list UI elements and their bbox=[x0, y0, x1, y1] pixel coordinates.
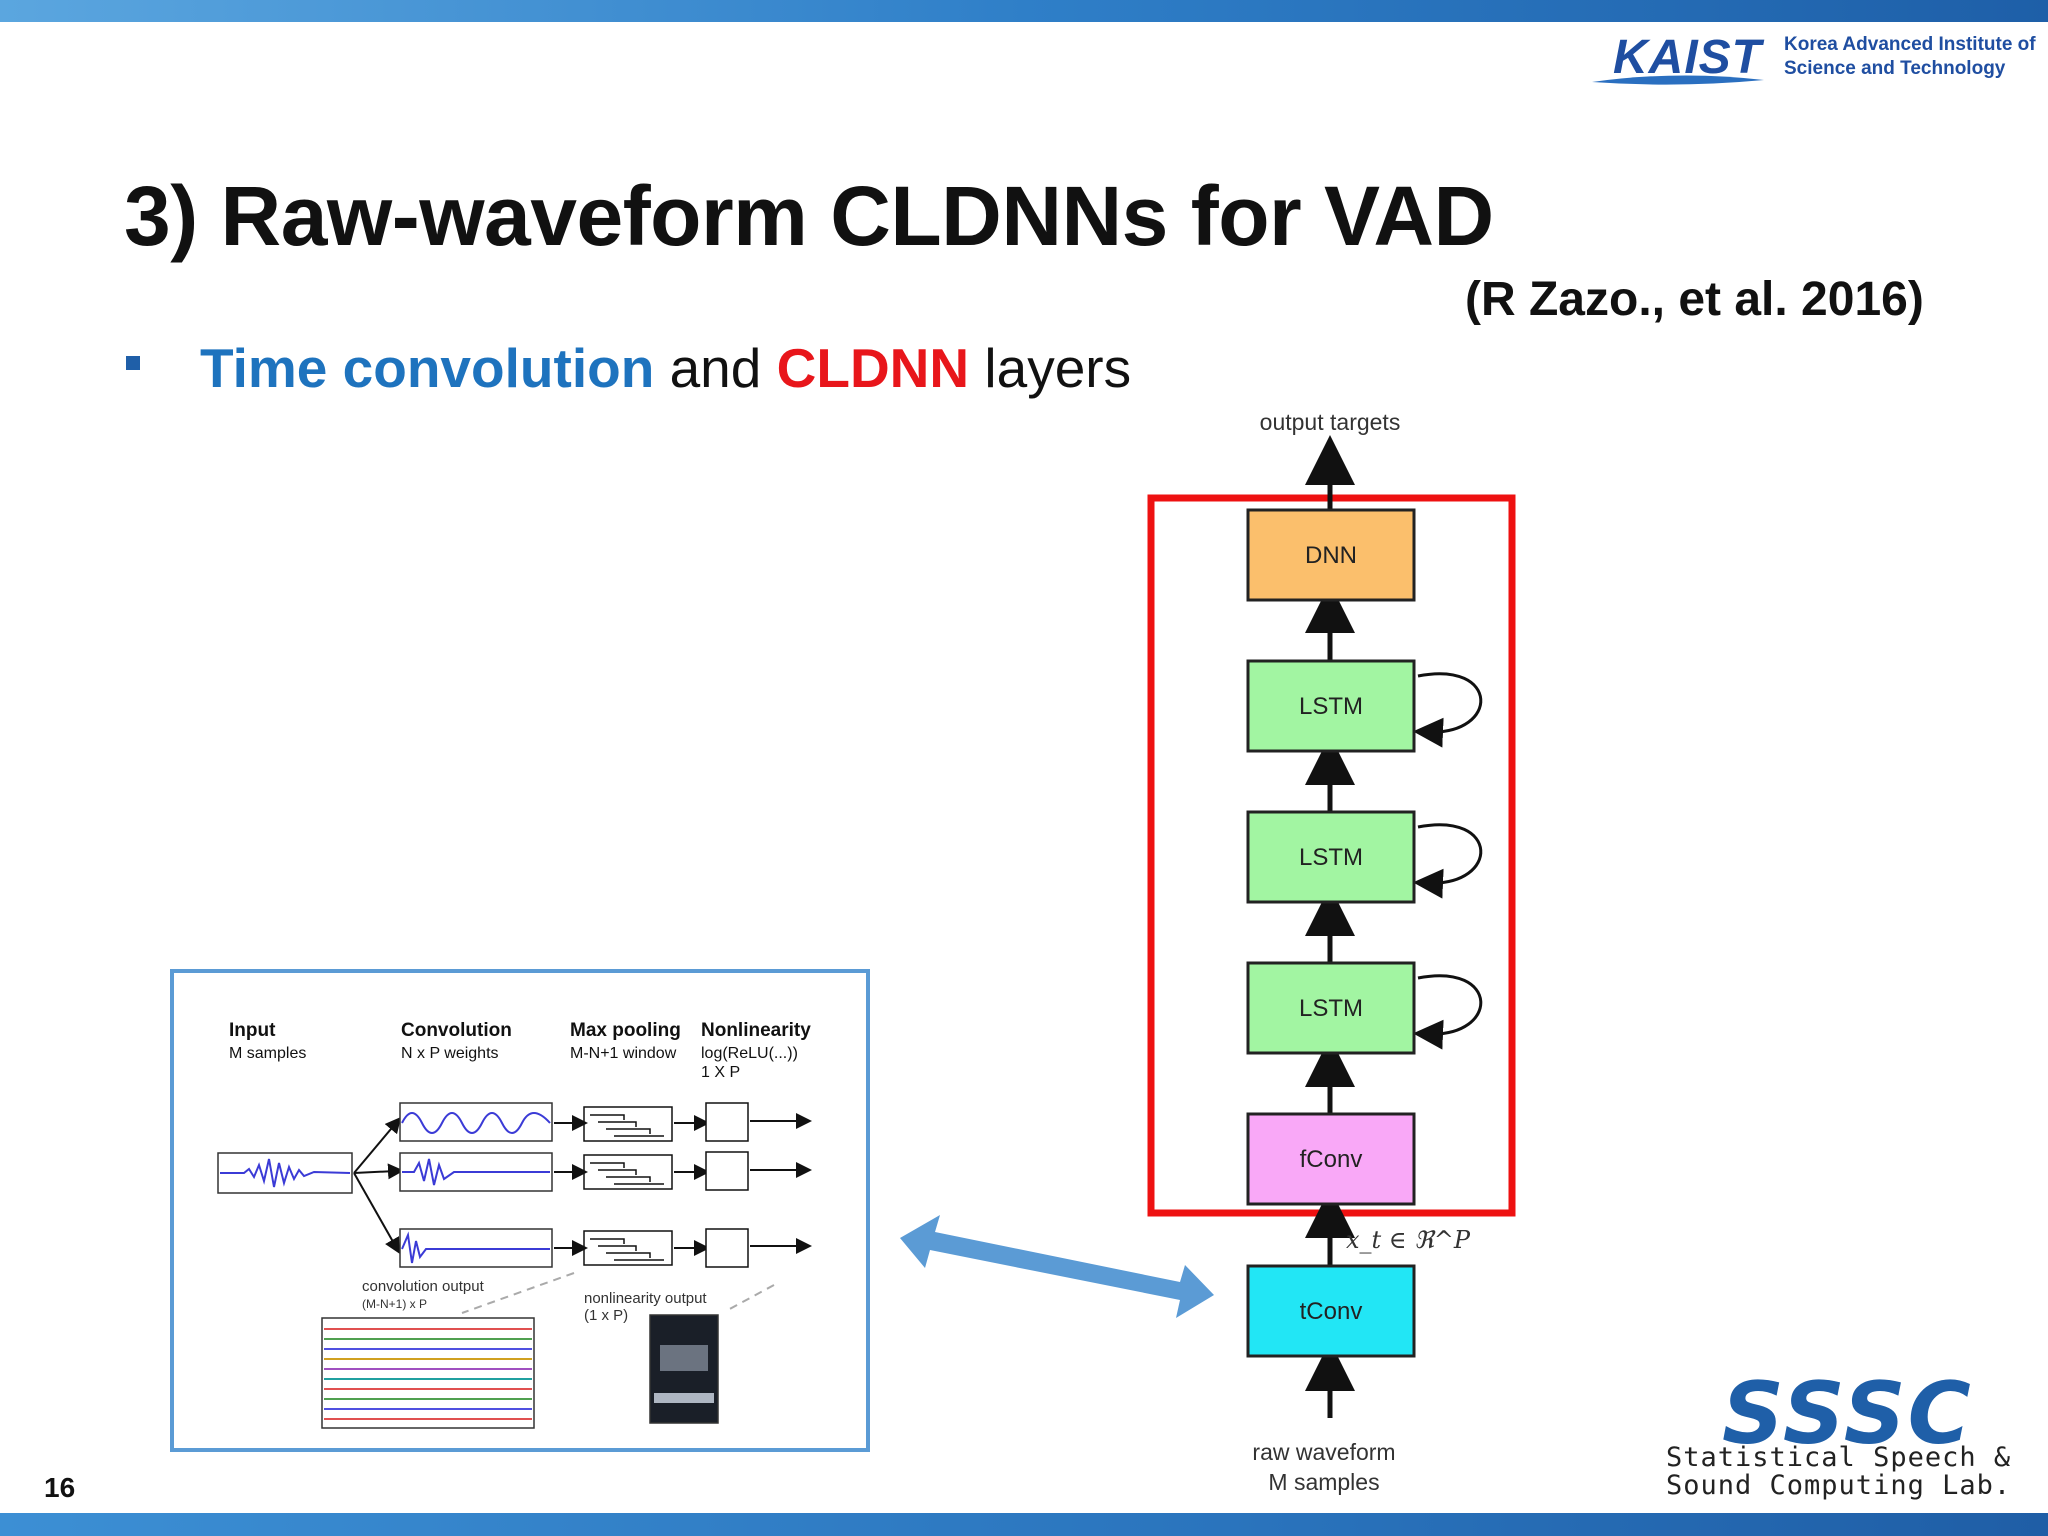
kaist-logo: KAIST Korea Advanced Institute of Scienc… bbox=[1588, 30, 2038, 94]
nonlinearity-output-band bbox=[654, 1393, 714, 1403]
max-pooling-subheading: M-N+1 window bbox=[570, 1045, 677, 1062]
conv-filter-2-trace bbox=[402, 1158, 550, 1186]
page-number: 16 bbox=[44, 1472, 76, 1503]
output-targets-label: output targets bbox=[1260, 409, 1401, 435]
nonlinearity-heading: Nonlinearity bbox=[701, 1020, 811, 1041]
feature-vector-label: x_t ∈ ℜ^P bbox=[1346, 1226, 1471, 1254]
time-convolution-inset: Input M samples Convolution N x P weight… bbox=[170, 969, 870, 1452]
lstm2-loop bbox=[1413, 823, 1483, 899]
bullet-square-icon bbox=[126, 356, 140, 370]
pool-lines-3 bbox=[590, 1238, 664, 1261]
nonlinearity-box-3 bbox=[705, 1228, 749, 1268]
lstm1-loop bbox=[1413, 672, 1483, 748]
lstm-block-2-label: LSTM bbox=[1299, 844, 1363, 871]
kaist-subtitle-line-2: Science and Technology bbox=[1784, 58, 2006, 79]
nonlinearity-output-dims: (1 x P) bbox=[584, 1307, 628, 1324]
kaist-swoosh-icon bbox=[1592, 75, 1764, 85]
bullet-and: and bbox=[654, 337, 777, 399]
lstm-block-3-label: LSTM bbox=[1299, 995, 1363, 1022]
nonlinearity-dims: 1 X P bbox=[701, 1064, 740, 1081]
lstm-block-1-label: LSTM bbox=[1299, 693, 1363, 720]
branch-arrow-2 bbox=[353, 1163, 404, 1180]
nonlinearity-output-highlight bbox=[660, 1345, 708, 1371]
pool-lines-2 bbox=[590, 1162, 664, 1185]
raw-waveform-label: raw waveform bbox=[1252, 1439, 1395, 1465]
conv-output-label: convolution output bbox=[362, 1278, 485, 1295]
nonlinearity-subheading: log(ReLU(...)) bbox=[701, 1045, 798, 1062]
lstm-block-1 bbox=[1246, 659, 1416, 753]
kaist-wordmark: KAIST bbox=[1613, 31, 1762, 84]
fconv-block-label: fConv bbox=[1300, 1146, 1363, 1173]
conv-output-lines bbox=[324, 1328, 532, 1420]
citation: (R Zazo., et al. 2016) bbox=[1465, 273, 1924, 326]
branch-arrow-3 bbox=[353, 1172, 400, 1254]
time-convolution-figure: Input M samples Convolution N x P weight… bbox=[217, 1020, 812, 1429]
sssc-mark: SSSC bbox=[1722, 1364, 1973, 1464]
sssc-line-2: Sound Computing Lab. bbox=[1666, 1470, 2012, 1501]
bullet-cldnn: CLDNN bbox=[776, 337, 970, 399]
fconv-block bbox=[1246, 1112, 1416, 1206]
slide-title: 3) Raw-waveform CLDNNs for VAD bbox=[124, 169, 1494, 263]
recurrent-loops bbox=[1413, 672, 1483, 1050]
lstm3-loop bbox=[1413, 974, 1483, 1050]
pool-lines-1 bbox=[590, 1114, 664, 1137]
sssc-line-1: Statistical Speech & bbox=[1666, 1442, 2012, 1473]
bullet-time-convolution: Time convolution bbox=[200, 337, 655, 399]
input-subheading: M samples bbox=[229, 1045, 306, 1062]
branch-arrow-1 bbox=[353, 1116, 402, 1174]
max-pooling-heading: Max pooling bbox=[570, 1020, 681, 1041]
nonlinearity-box-2 bbox=[705, 1151, 749, 1191]
double-arrow-icon bbox=[900, 1215, 1214, 1318]
kaist-subtitle: Korea Advanced Institute of Science and … bbox=[1784, 33, 2044, 81]
kaist-subtitle-line-1: Korea Advanced Institute of bbox=[1784, 34, 2036, 55]
bottom-accent-bar bbox=[0, 1513, 2048, 1536]
convolution-subheading: N x P weights bbox=[401, 1045, 499, 1062]
input-waveform-trace bbox=[220, 1158, 351, 1188]
m-samples-label: M samples bbox=[1268, 1469, 1379, 1495]
dnn-block-label: DNN bbox=[1305, 542, 1357, 569]
conv-output-pointer bbox=[461, 1272, 575, 1314]
conv-filter-3-trace bbox=[401, 1231, 550, 1264]
top-accent-bar bbox=[0, 0, 2048, 22]
lstm-block-2 bbox=[1246, 810, 1416, 904]
tconv-block-label: tConv bbox=[1300, 1298, 1363, 1325]
dnn-block bbox=[1246, 508, 1416, 602]
conv-output-image bbox=[321, 1317, 535, 1429]
nonlinearity-output-label: nonlinearity output bbox=[584, 1290, 707, 1307]
conv-output-dims: (M-N+1) x P bbox=[362, 1297, 427, 1311]
convolution-heading: Convolution bbox=[401, 1020, 512, 1041]
conv-filter-1-trace bbox=[401, 1112, 551, 1134]
input-heading: Input bbox=[229, 1020, 276, 1041]
bullet-text: Time convolution and CLDNN layers bbox=[200, 336, 1131, 400]
nonlinearity-output-pointer bbox=[725, 1284, 775, 1312]
tconv-block bbox=[1246, 1264, 1416, 1358]
sssc-lab-logo: SSSC Statistical Speech & Sound Computin… bbox=[1664, 1364, 2044, 1504]
bullet-layers: layers bbox=[969, 337, 1132, 399]
conv-filter-1 bbox=[399, 1102, 553, 1142]
lstm-block-3 bbox=[1246, 961, 1416, 1055]
nonlinearity-box-1 bbox=[705, 1102, 749, 1142]
